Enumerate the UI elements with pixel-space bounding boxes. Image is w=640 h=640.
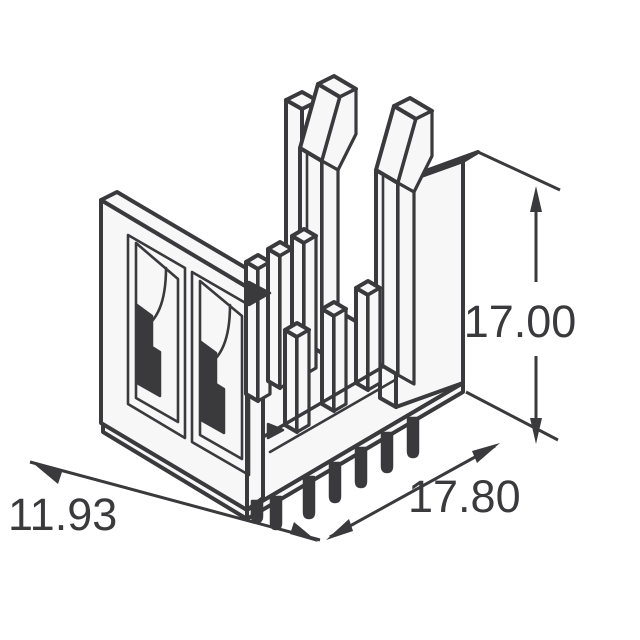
- pin: [380, 431, 394, 474]
- dimension-label-width: 17.80: [408, 471, 521, 522]
- pin: [302, 475, 316, 520]
- dimension-height-17-00: 17.00: [464, 150, 577, 444]
- through-hole-pins: [250, 416, 420, 531]
- dimension-label-height: 17.00: [464, 296, 577, 347]
- pin: [250, 499, 264, 524]
- contact-blades: [244, 227, 382, 434]
- pin: [406, 416, 420, 459]
- pin: [269, 495, 283, 531]
- dimension-label-depth: 11.93: [8, 489, 117, 540]
- latch-arm-front: [374, 96, 434, 386]
- left-side-wall: [99, 190, 265, 512]
- dimension-depth-11-93: 11.93: [8, 460, 321, 542]
- inner-floor-edges: [261, 366, 397, 454]
- dimension-width-17-80: 17.80: [326, 443, 521, 540]
- pin: [354, 446, 368, 489]
- pin: [328, 461, 342, 504]
